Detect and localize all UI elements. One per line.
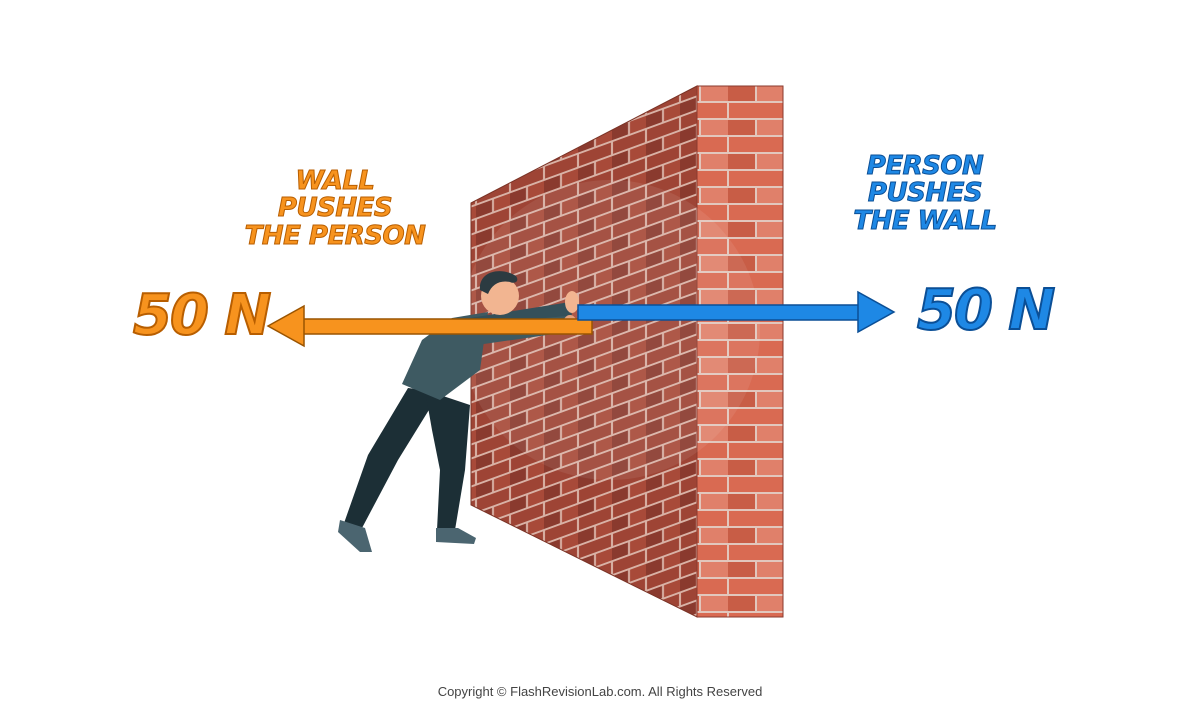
person-hair <box>479 271 518 294</box>
person-pushes-wall-caption: PERSON PUSHES THE WALL <box>815 151 1035 236</box>
right-caption-line-2: THE WALL <box>853 205 998 236</box>
person-front-shoe <box>436 528 476 544</box>
wall-force-magnitude: 50 N <box>132 283 272 348</box>
wall-front-face <box>696 85 784 618</box>
watermark-circle <box>460 180 760 480</box>
left-caption-line-2: THE PERSON <box>244 220 426 251</box>
person-hand <box>565 291 579 313</box>
person-back-leg <box>343 388 440 528</box>
person-force-magnitude: 50 N <box>916 278 1056 343</box>
person-back-shoe <box>338 520 372 552</box>
person-force-arrow <box>577 290 896 334</box>
copyright-notice: Copyright © FlashRevisionLab.com. All Ri… <box>437 684 763 699</box>
wall-force-arrow <box>266 304 593 348</box>
brick-wall-icon <box>460 85 784 618</box>
left-caption-line-1: WALL PUSHES <box>277 166 393 224</box>
right-caption-line-1: PERSON PUSHES <box>866 151 984 209</box>
wall-pushes-person-caption: WALL PUSHES THE PERSON <box>235 166 435 251</box>
person-front-leg <box>425 390 470 530</box>
